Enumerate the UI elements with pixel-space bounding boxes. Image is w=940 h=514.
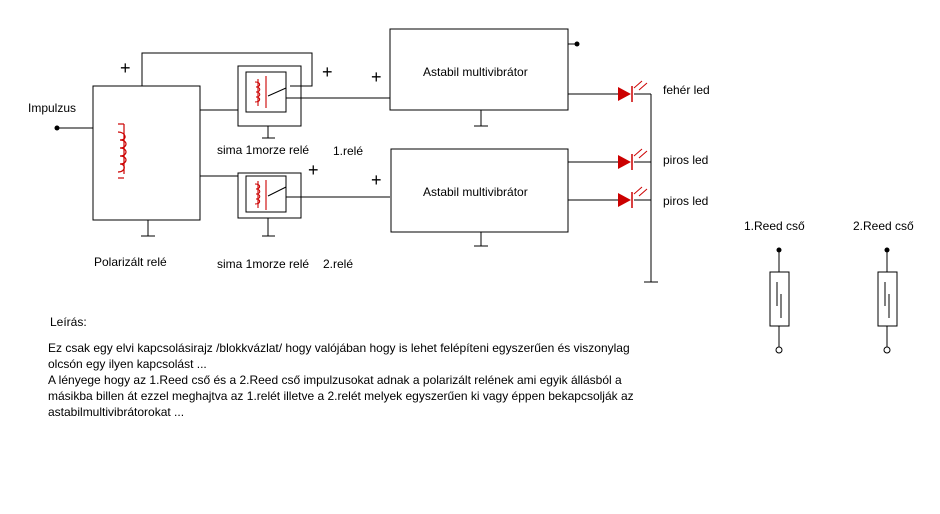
multivibrator-2-label: Astabil multivibrátor	[423, 185, 528, 199]
terminal-dot	[574, 41, 580, 47]
coil-icon	[254, 76, 267, 108]
plus-sign: +	[322, 62, 333, 82]
polarized-relay-label: Polarizált relé	[94, 255, 167, 269]
reed-1-body	[769, 271, 790, 327]
reed-1-label: 1.Reed cső	[744, 219, 805, 233]
polarized-relay: Polarizált relé	[92, 85, 201, 269]
plus-sign: +	[371, 170, 382, 190]
relay-1-number: 1.relé	[333, 144, 363, 158]
multivibrator-1: Astabil multivibrátor	[389, 28, 580, 127]
description-title: Leírás:	[50, 315, 87, 329]
polarized-relay-box	[92, 85, 201, 221]
description-line: A lényege hogy az 1.Reed cső és a 2.Reed…	[48, 373, 622, 387]
reed-2-label: 2.Reed cső	[853, 219, 914, 233]
terminal-circle	[775, 346, 783, 354]
reed-2-body	[877, 271, 898, 327]
led-output-wires	[568, 93, 658, 283]
impulse-input: Impulzus	[28, 101, 93, 131]
plus-sign: +	[371, 67, 382, 87]
relay-2-label: sima 1morze relé	[217, 257, 309, 271]
terminal-circle	[883, 346, 891, 354]
plus-sign: +	[308, 160, 319, 180]
relay-1-label: sima 1morze relé	[217, 143, 309, 157]
coil-icon	[254, 180, 267, 210]
led-red-1-icon	[618, 148, 648, 170]
led-white-icon	[618, 80, 648, 102]
multivibrator-2-box	[390, 148, 569, 233]
relay-2: sima 1morze relé 2.relé	[200, 172, 390, 271]
impulse-label: Impulzus	[28, 101, 76, 115]
description-line: astabilmultivibrátorokat ...	[48, 405, 185, 419]
description-line: másikba billen át ezzel meghajtva az 1.r…	[48, 389, 634, 403]
led-red-1-label: piros led	[663, 153, 708, 167]
description-line: Ez csak egy elvi kapcsolásirajz /blokkvá…	[48, 341, 630, 355]
multivibrator-1-box	[389, 28, 569, 111]
top-wire	[141, 52, 313, 87]
relay-1: sima 1morze relé 1.relé	[200, 65, 390, 158]
relay-2-box	[237, 172, 302, 219]
description-line: olcsón egy ilyen kapcsolást ...	[48, 357, 207, 371]
plus-sign: +	[120, 58, 131, 78]
led-white-label: fehér led	[663, 83, 710, 97]
relay-contact	[267, 186, 287, 197]
multivibrator-1-label: Astabil multivibrátor	[423, 65, 528, 79]
multivibrator-2: Astabil multivibrátor	[390, 148, 569, 247]
coil-icon	[117, 123, 127, 179]
reed-tube-2: 2.Reed cső	[853, 219, 914, 354]
relay-1-box	[237, 65, 302, 127]
relay-contact	[267, 87, 287, 97]
relay-2-number: 2.relé	[323, 257, 353, 271]
led-red-2-icon	[618, 186, 648, 208]
led-red-2-label: piros led	[663, 194, 708, 208]
reed-tube-1: 1.Reed cső	[744, 219, 805, 354]
